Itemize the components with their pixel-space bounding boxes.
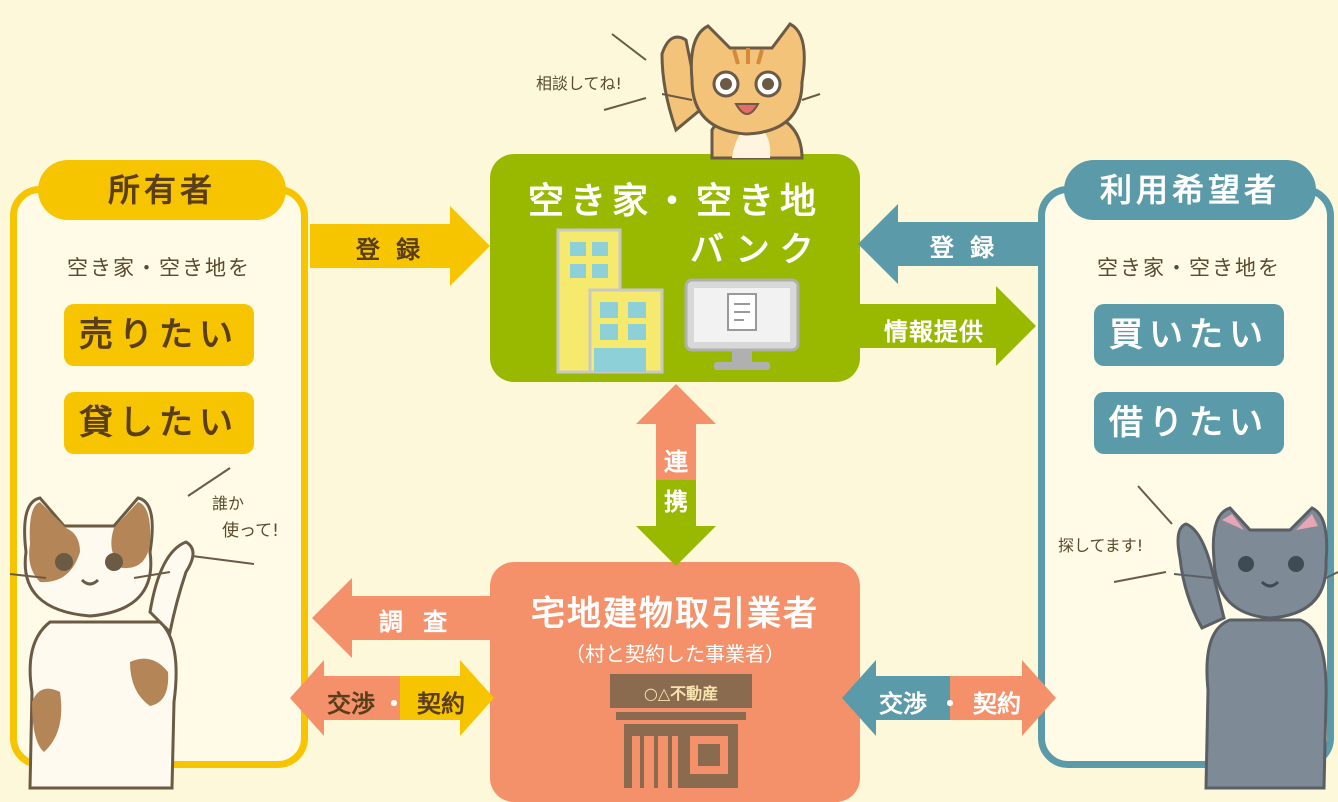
link-arrow-top	[636, 384, 716, 480]
owner-wish-sell: 売りたい	[64, 304, 254, 366]
user-cat-illustration	[1173, 506, 1338, 790]
owner-negotiate-label: 交渉	[327, 690, 375, 718]
owner-negotiate-arrow	[290, 660, 400, 736]
user-subtitle: 空き家・空き地を	[1097, 256, 1281, 280]
user-negotiate-label: 交渉	[879, 690, 927, 718]
owner-register-arrow	[310, 206, 490, 286]
agent-subtitle: （村と契約した事業者）	[565, 642, 785, 666]
bank-title-line2: バンク	[690, 230, 824, 270]
shop-sign-text: ○△不動産	[643, 684, 719, 703]
user-negotiate-arrow	[842, 660, 950, 736]
bank-cat-speech: 相談してね!	[536, 74, 622, 93]
link-label-bottom: 携	[664, 488, 688, 516]
user-cat-speech: 探してます!	[1058, 536, 1144, 555]
owner-cat-illustration	[9, 496, 195, 790]
owner-title: 所有者	[38, 160, 286, 220]
owner-cat-speech-1: 誰か	[212, 494, 245, 513]
link-label-top: 連	[664, 448, 688, 476]
user-wish-buy: 買いたい	[1094, 304, 1284, 366]
bank-cat-illustration	[660, 22, 821, 160]
user-register-arrow	[858, 204, 1038, 284]
computer-icon	[684, 278, 800, 370]
user-dot: ・	[938, 690, 962, 718]
info-provide-arrow	[860, 286, 1036, 366]
bank-title-line1: 空き家・空き地	[527, 181, 822, 222]
info-provide-label: 情報提供	[884, 318, 984, 346]
link-arrow-bottom	[636, 480, 716, 566]
survey-arrow	[312, 578, 490, 658]
user-wish-rent: 借りたい	[1094, 392, 1284, 454]
user-contract-label: 契約	[973, 690, 1021, 718]
shop-icon	[610, 674, 752, 788]
owner-wish-lend: 貸したい	[64, 392, 254, 454]
user-title: 利用希望者	[1064, 160, 1316, 220]
user-contract-arrow	[950, 660, 1056, 736]
owner-contract-arrow	[400, 660, 494, 736]
owner-dot: ・	[382, 690, 406, 718]
agent-title: 宅地建物取引業者	[531, 594, 819, 634]
building-icon	[556, 228, 664, 374]
owner-contract-label: 契約	[417, 690, 465, 718]
owner-register-label: 登 録	[355, 236, 425, 264]
survey-label: 調 査	[378, 608, 454, 636]
owner-cat-speech-2: 使って!	[222, 521, 279, 541]
user-register-label: 登 録	[929, 234, 999, 262]
owner-subtitle: 空き家・空き地を	[67, 256, 251, 280]
